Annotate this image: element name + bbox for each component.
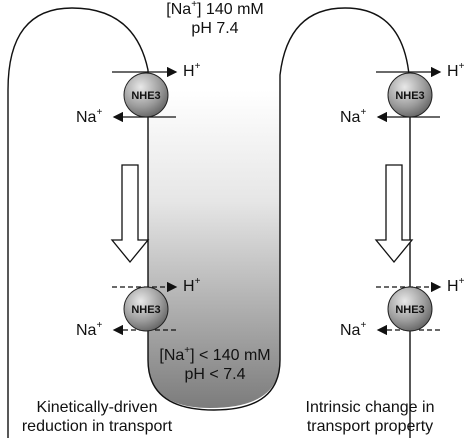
right-bottom-na-label: Na+ (340, 319, 367, 339)
left-top-h-label: H+ (183, 60, 201, 80)
left-bottom-exchanger: NHE3 (112, 281, 178, 336)
left-membrane (7, 7, 411, 438)
right-top-exchanger: NHE3 (376, 66, 442, 123)
right-bottom-exchanger: NHE3 (376, 281, 442, 336)
left-bottom-na-label: Na+ (76, 319, 103, 339)
right-down-arrow (374, 164, 414, 264)
bottom-condition: [Na+] < 140 mM pH < 7.4 (148, 344, 282, 384)
top-condition-ph: pH 7.4 (191, 20, 239, 37)
left-caption: Kinetically-driven reduction in transpor… (21, 399, 173, 435)
right-bottom-h-label: H+ (447, 275, 465, 295)
left-down-arrow (110, 164, 150, 264)
svg-text:NHE3: NHE3 (131, 90, 160, 102)
svg-text:NHE3: NHE3 (395, 304, 424, 316)
bottom-condition-ph: pH < 7.4 (184, 366, 246, 383)
left-top-exchanger: NHE3 (112, 66, 178, 123)
lumen-gradient (148, 90, 280, 408)
right-top-h-label: H+ (447, 60, 465, 80)
top-condition-na: [Na+] 140 mM (166, 0, 264, 18)
right-caption: Intrinsic change in transport property (305, 399, 435, 435)
svg-text:NHE3: NHE3 (131, 304, 160, 316)
svg-text:NHE3: NHE3 (395, 90, 424, 102)
left-top-na-label: Na+ (76, 106, 103, 126)
left-bottom-h-label: H+ (183, 275, 201, 295)
right-top-na-label: Na+ (340, 106, 367, 126)
top-condition: [Na+] 140 mM pH 7.4 (150, 0, 280, 38)
bottom-condition-na: [Na+] < 140 mM (159, 344, 271, 364)
